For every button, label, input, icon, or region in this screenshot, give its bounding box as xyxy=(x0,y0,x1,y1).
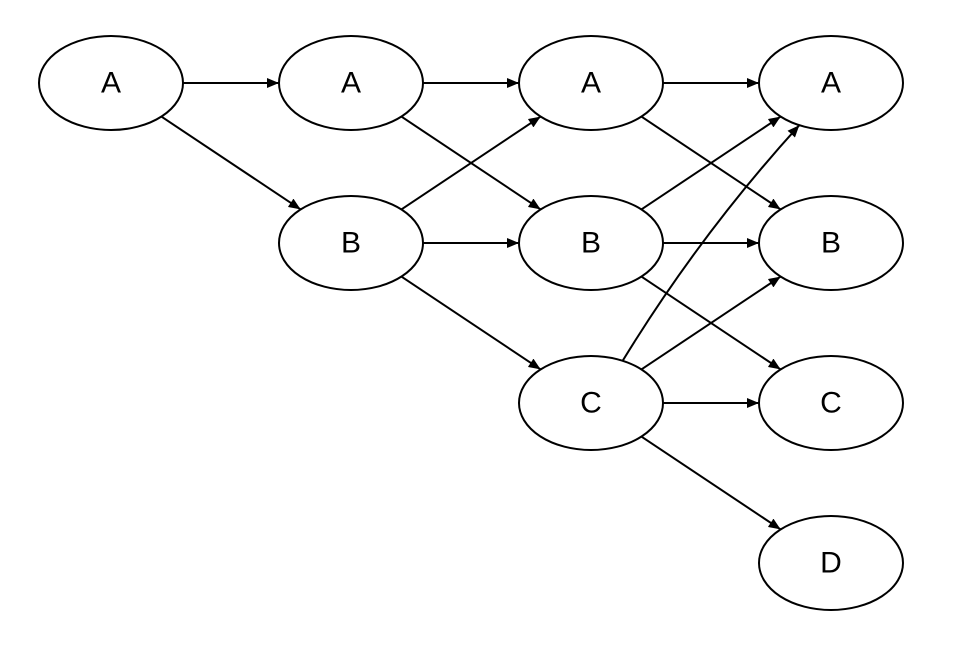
node-c3: C xyxy=(758,355,904,451)
edge-b2-to-a3 xyxy=(640,115,782,211)
node-d3: D xyxy=(758,515,904,611)
edge-c2-to-b3 xyxy=(640,275,782,371)
node-ellipse xyxy=(38,35,184,131)
edge-b1-to-c2 xyxy=(400,275,542,371)
node-a0: A xyxy=(38,35,184,131)
edge-b1-to-a2 xyxy=(400,115,542,211)
node-b1: B xyxy=(278,195,424,291)
node-ellipse xyxy=(758,35,904,131)
edge-a0-to-b1 xyxy=(160,115,302,211)
node-label: A xyxy=(581,67,601,100)
node-a2: A xyxy=(518,35,664,131)
node-ellipse xyxy=(758,515,904,611)
node-label: B xyxy=(341,227,361,260)
node-ellipse xyxy=(278,35,424,131)
node-ellipse xyxy=(278,195,424,291)
node-a3: A xyxy=(758,35,904,131)
node-a1: A xyxy=(278,35,424,131)
node-ellipse xyxy=(518,195,664,291)
node-ellipse xyxy=(518,355,664,451)
node-label: D xyxy=(820,547,842,580)
node-label: B xyxy=(821,227,841,260)
node-ellipse xyxy=(518,35,664,131)
node-ellipse xyxy=(758,355,904,451)
node-label: C xyxy=(820,387,842,420)
edge-c2-to-d3 xyxy=(640,435,782,531)
node-b3: B xyxy=(758,195,904,291)
node-label: B xyxy=(581,227,601,260)
node-label: A xyxy=(341,67,361,100)
node-ellipse xyxy=(758,195,904,291)
edges-layer xyxy=(160,78,801,531)
node-label: A xyxy=(101,67,121,100)
nodes-layer: A A B A B C A B C D xyxy=(38,35,904,611)
node-c2: C xyxy=(518,355,664,451)
node-b2: B xyxy=(518,195,664,291)
node-label: C xyxy=(580,387,602,420)
node-label: A xyxy=(821,67,841,100)
edge-c2-to-a3 xyxy=(621,124,801,362)
